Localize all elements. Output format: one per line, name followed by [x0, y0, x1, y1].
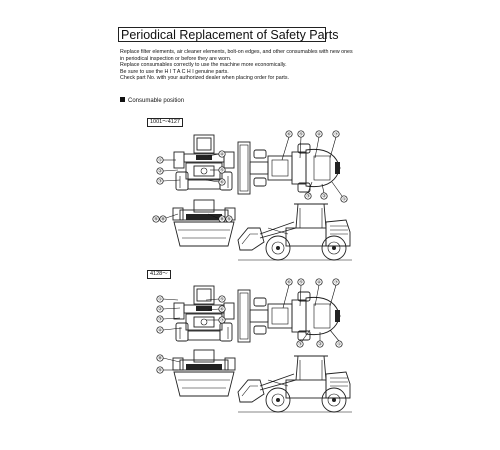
side-view-drawing	[237, 355, 353, 413]
svg-text:⑧: ⑧	[158, 356, 162, 362]
callout-marker-25: ⑥	[285, 278, 293, 286]
callout-marker-29: ③	[296, 340, 304, 348]
callout-marker-33: ⑨	[156, 366, 164, 374]
callout-marker-13: ①	[340, 195, 348, 203]
section-heading: Consumable position	[120, 97, 184, 105]
serial-range-label-1: 1001～4127	[147, 118, 183, 127]
svg-text:⑦: ⑦	[220, 318, 224, 324]
svg-text:①: ①	[158, 158, 162, 164]
callout-marker-18: ①	[156, 295, 164, 303]
svg-text:⑤: ⑤	[220, 168, 224, 174]
svg-text:①: ①	[342, 197, 346, 203]
callout-marker-8: ⑤	[297, 130, 305, 138]
svg-text:⑤: ⑤	[299, 132, 303, 138]
svg-text:④: ④	[317, 280, 321, 286]
svg-text:④: ④	[158, 328, 162, 334]
svg-text:⑥: ⑥	[220, 307, 224, 313]
svg-text:①: ①	[158, 297, 162, 303]
page-title: Periodical Replacement of Safety Parts	[118, 27, 338, 42]
rear-view-drawing	[172, 199, 236, 247]
callout-marker-21: ④	[156, 326, 164, 334]
callout-marker-27: ④	[315, 278, 323, 286]
callout-marker-26: ⑤	[297, 278, 305, 286]
callout-marker-3: ③	[156, 177, 164, 185]
serial-range-label-2: 4128～	[147, 270, 171, 279]
svg-text:③: ③	[158, 179, 162, 185]
square-bullet-icon	[120, 97, 125, 102]
svg-text:④: ④	[220, 152, 224, 158]
svg-text:⑥: ⑥	[287, 132, 291, 138]
callout-marker-32: ⑧	[156, 354, 164, 362]
callout-marker-16: ⑧	[218, 215, 226, 223]
callout-marker-4: ④	[218, 150, 226, 158]
svg-text:⑥: ⑥	[220, 180, 224, 186]
top-view-drawing	[237, 289, 341, 343]
callout-marker-2: ②	[156, 167, 164, 175]
callout-marker-23: ⑥	[218, 305, 226, 313]
callout-marker-31: ①	[335, 340, 343, 348]
svg-text:⑦: ⑦	[334, 132, 338, 138]
section-label: Consumable position	[128, 98, 185, 104]
svg-text:②: ②	[318, 342, 322, 348]
svg-text:②: ②	[158, 307, 162, 313]
callout-marker-24: ⑦	[218, 316, 226, 324]
svg-text:⑨: ⑨	[158, 368, 162, 374]
callout-marker-11: ③	[304, 192, 312, 200]
side-view-drawing	[237, 203, 353, 261]
intro-line: in periodical inspection or before they …	[120, 55, 232, 62]
callout-marker-22: ⑤	[218, 295, 226, 303]
callout-marker-9: ④	[315, 130, 323, 138]
svg-text:⑧: ⑧	[161, 217, 165, 223]
svg-text:⑨: ⑨	[154, 217, 158, 223]
svg-text:⑤: ⑤	[299, 280, 303, 286]
svg-text:④: ④	[317, 132, 321, 138]
svg-text:②: ②	[158, 169, 162, 175]
top-view-drawing	[237, 141, 341, 195]
callout-marker-7: ⑥	[285, 130, 293, 138]
intro-line: Be sure to use the H I T A C H I genuine…	[120, 68, 229, 75]
callout-marker-20: ③	[156, 315, 164, 323]
intro-line: Replace consumables correctly to use the…	[120, 62, 287, 69]
front-view-drawing	[173, 285, 235, 342]
svg-text:②: ②	[322, 194, 326, 200]
callout-marker-14: ⑨	[152, 215, 160, 223]
svg-text:③: ③	[158, 317, 162, 323]
callout-marker-28: ⑦	[332, 278, 340, 286]
svg-text:⑥: ⑥	[287, 280, 291, 286]
svg-text:⑦: ⑦	[334, 280, 338, 286]
callout-marker-12: ②	[320, 192, 328, 200]
callout-marker-5: ⑤	[218, 166, 226, 174]
svg-text:③: ③	[298, 342, 302, 348]
callout-marker-19: ②	[156, 305, 164, 313]
svg-text:⑤: ⑤	[220, 297, 224, 303]
callout-marker-17: ⑨	[225, 215, 233, 223]
callout-marker-6: ⑥	[218, 178, 226, 186]
intro-line: Replace filter elements, air cleaner ele…	[120, 49, 353, 55]
callout-marker-15: ⑧	[159, 215, 167, 223]
rear-view-drawing	[172, 349, 236, 397]
callout-marker-10: ⑦	[332, 130, 340, 138]
intro-line: Check part No. with your authorized deal…	[120, 75, 289, 82]
callout-marker-30: ②	[316, 340, 324, 348]
intro-text: Replace filter elements, air cleaner ele…	[120, 49, 353, 82]
svg-text:①: ①	[337, 342, 341, 348]
svg-text:⑨: ⑨	[227, 217, 231, 223]
svg-text:③: ③	[306, 194, 310, 200]
callout-marker-1: ①	[156, 156, 164, 164]
svg-text:⑧: ⑧	[220, 217, 224, 223]
